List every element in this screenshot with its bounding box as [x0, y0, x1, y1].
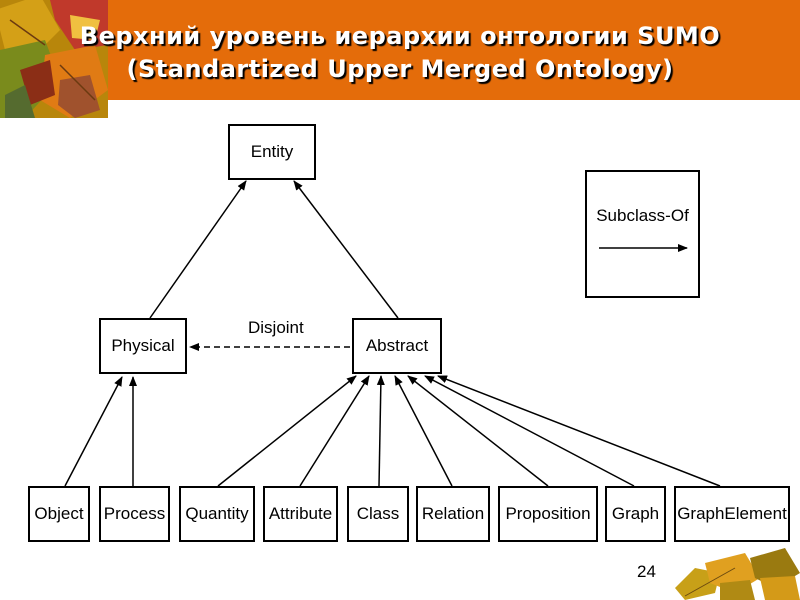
node-graph: Graph: [605, 486, 666, 542]
node-attribute: Attribute: [263, 486, 338, 542]
page-title: Верхний уровень иерархии онтологии SUMO …: [20, 20, 780, 86]
autumn-leaves-image: [0, 0, 108, 118]
node-abstract: Abstract: [352, 318, 442, 374]
node-class: Class: [347, 486, 409, 542]
node-graph-element: GraphElement: [674, 486, 790, 542]
node-physical: Physical: [99, 318, 187, 374]
node-relation: Relation: [416, 486, 490, 542]
node-process: Process: [99, 486, 170, 542]
edge-graph-abstract: [424, 375, 635, 487]
node-entity: Entity: [228, 124, 316, 180]
edge-graphelement-abstract: [437, 375, 721, 487]
edge-class-abstract: [376, 375, 385, 487]
legend-arrow-icon: [599, 244, 688, 252]
edge-relation-abstract: [394, 375, 453, 487]
edge-attribute-abstract: [299, 375, 370, 487]
legend-label: Subclass-Of: [596, 206, 689, 225]
edge-proposition-abstract: [407, 375, 549, 487]
edge-abstract-entity: [293, 180, 399, 319]
edge-physical-entity: [149, 180, 247, 319]
title-line-2: (Standartized Upper Merged Ontology): [126, 55, 674, 83]
autumn-leaves-image-bottom: [665, 548, 800, 600]
disjoint-label: Disjoint: [248, 318, 304, 337]
legend: Subclass-Of: [585, 170, 700, 298]
node-quantity: Quantity: [179, 486, 255, 542]
node-object: Object: [28, 486, 90, 542]
title-bar: [0, 0, 800, 100]
edge-object-physical: [64, 376, 123, 487]
edge-quantity-abstract: [217, 375, 357, 487]
title-line-1: Верхний уровень иерархии онтологии SUMO: [79, 22, 721, 50]
node-proposition: Proposition: [498, 486, 598, 542]
page-number: 24: [637, 562, 656, 581]
